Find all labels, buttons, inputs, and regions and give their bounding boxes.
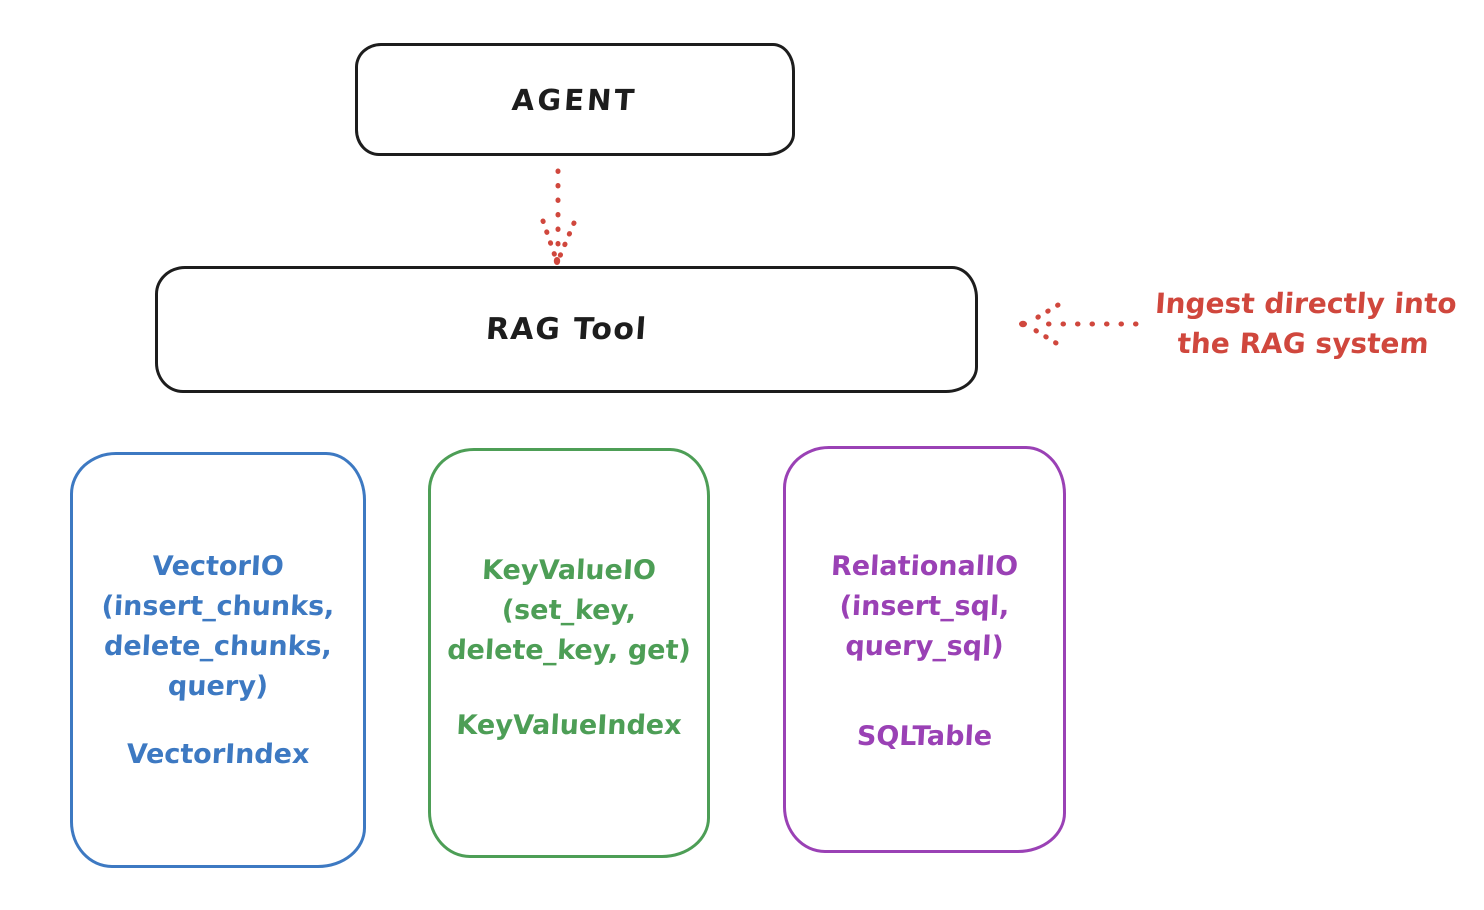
keyvalue-io-methods-line1: (set_key, [500,595,638,626]
keyvalue-io-title: KeyValueIO [481,555,657,586]
vector-io-methods-line1: (insert_chunks, [100,591,336,622]
vector-index-label: VectorIndex [125,739,311,770]
vector-io-methods-line3: query) [167,671,269,702]
rag-tool-node: RAG Tool [155,266,978,393]
keyvalue-io-methods-line2: delete_key, get) [446,635,692,666]
vector-io-methods-line2: delete_chunks, [103,631,333,662]
relational-io-box: RelationalIO (insert_sql, query_sql) SQL… [783,446,1066,853]
rag-tool-label: RAG Tool [484,312,649,347]
ingest-annotation-line1: Ingest directly into [1154,287,1458,320]
down-arrow-icon [540,168,577,265]
vector-io-box: VectorIO (insert_chunks, delete_chunks, … [70,452,366,868]
keyvalue-io-box: KeyValueIO (set_key, delete_key, get) Ke… [428,448,710,858]
relational-io-methods-line2: query_sql) [844,631,1005,662]
agent-node: AGENT [355,43,795,156]
sql-table-label: SQLTable [856,721,993,752]
ingest-annotation-line2: the RAG system [1176,327,1430,360]
vector-io-title: VectorIO [151,551,285,582]
left-arrow-icon [1019,302,1139,346]
relational-io-methods-line1: (insert_sql, [838,591,1011,622]
relational-io-title: RelationalIO [830,551,1019,582]
agent-label: AGENT [511,82,639,117]
keyvalue-index-label: KeyValueIndex [455,710,683,741]
ingest-annotation: Ingest directly into the RAG system [1129,284,1480,364]
